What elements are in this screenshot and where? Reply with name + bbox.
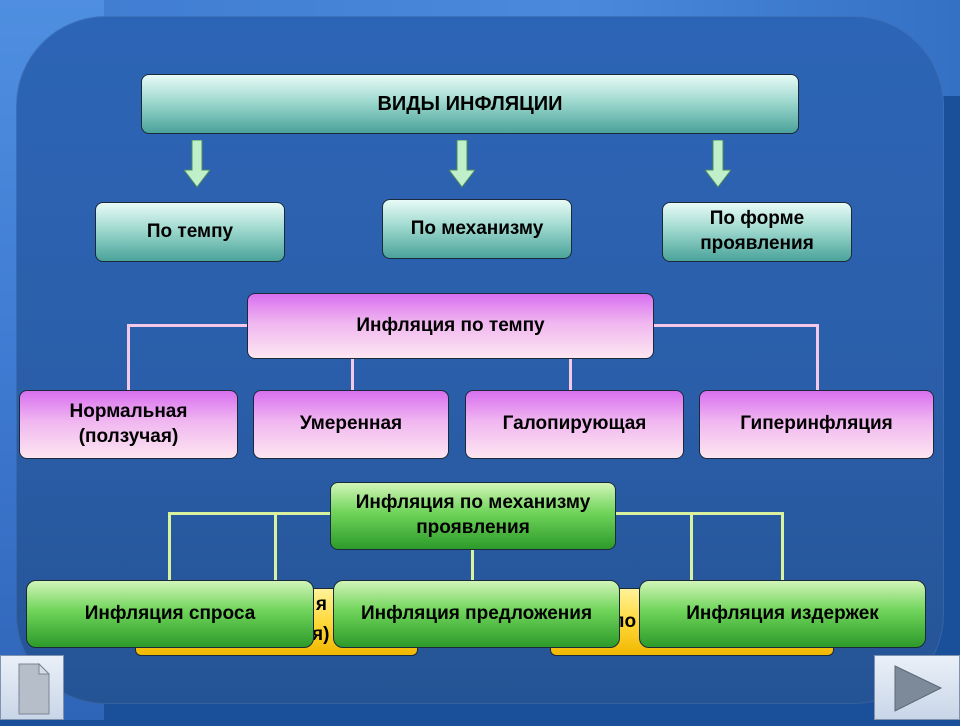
mechanism-item: Инфляция издержек bbox=[639, 580, 926, 648]
document-icon bbox=[18, 662, 51, 715]
mechanism-item-label: Инфляция издержек bbox=[686, 602, 879, 624]
tempo-item: Гиперинфляция bbox=[699, 390, 934, 459]
connector-line bbox=[690, 512, 693, 580]
mechanism-item-label: Инфляция предложения bbox=[360, 602, 593, 624]
connector-line bbox=[569, 359, 572, 390]
mechanism-header-label: Инфляция по механизму проявления bbox=[355, 492, 591, 538]
category-form: По форме проявления bbox=[662, 202, 852, 262]
connector-line bbox=[127, 324, 130, 390]
mechanism-header: Инфляция по механизму проявления bbox=[330, 482, 616, 550]
category-form-label: По форме проявления bbox=[700, 208, 814, 254]
connector-line bbox=[168, 512, 171, 580]
tempo-item-label: Нормальная (ползучая) bbox=[69, 400, 188, 447]
tempo-item-label: Гиперинфляция bbox=[740, 413, 893, 435]
next-slide-button[interactable] bbox=[874, 655, 960, 720]
category-tempo-label: По темпу bbox=[146, 220, 234, 242]
connector-line bbox=[168, 512, 332, 515]
connector-line bbox=[471, 548, 474, 580]
title-text: ВИДЫ ИНФЛЯЦИИ bbox=[377, 93, 563, 115]
category-tempo: По темпу bbox=[95, 202, 285, 262]
title-box: ВИДЫ ИНФЛЯЦИИ bbox=[141, 74, 799, 134]
tempo-item: Галопирующая bbox=[465, 390, 684, 459]
mechanism-item-label: Инфляция спроса bbox=[84, 602, 256, 624]
hidden-fragment-text: я) bbox=[312, 624, 330, 645]
mechanism-item: Инфляция предложения bbox=[333, 580, 620, 648]
connector-line bbox=[653, 324, 819, 327]
play-next-icon bbox=[894, 665, 943, 712]
mechanism-item: Инфляция спроса bbox=[26, 580, 314, 648]
connector-line bbox=[816, 324, 819, 390]
arrow-down-icon bbox=[449, 140, 475, 188]
document-nav-button[interactable] bbox=[0, 655, 64, 720]
arrow-down-icon bbox=[705, 140, 731, 188]
hidden-fragment-2: я) bbox=[312, 624, 334, 648]
tempo-header: Инфляция по темпу bbox=[247, 293, 654, 359]
tempo-item: Нормальная (ползучая) bbox=[19, 390, 238, 459]
tempo-header-label: Инфляция по темпу bbox=[356, 314, 545, 336]
connector-line bbox=[615, 512, 784, 515]
connector-line bbox=[274, 512, 277, 580]
tempo-item: Умеренная bbox=[253, 390, 449, 459]
category-mechanism: По механизму bbox=[382, 199, 572, 259]
connector-line bbox=[127, 324, 249, 327]
arrow-down-icon bbox=[184, 140, 210, 188]
connector-line bbox=[351, 359, 354, 390]
tempo-item-label: Галопирующая bbox=[502, 413, 647, 435]
hidden-fragment: я bbox=[315, 594, 327, 615]
tempo-item-label: Умеренная bbox=[299, 413, 403, 435]
category-mechanism-label: По механизму bbox=[410, 217, 544, 239]
connector-line bbox=[781, 512, 784, 580]
